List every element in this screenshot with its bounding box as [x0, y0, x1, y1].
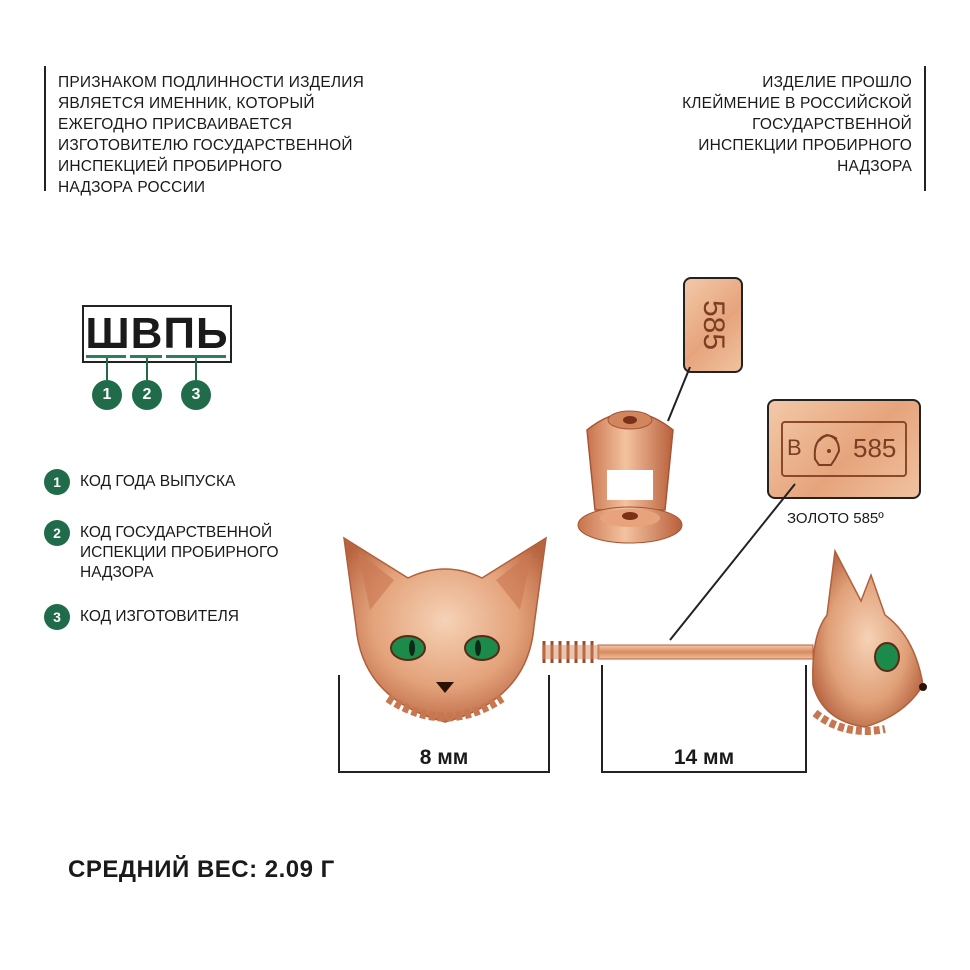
callout-line — [669, 483, 796, 641]
hallmark-badge-3: 3 — [181, 380, 211, 410]
stamp-letter: В — [787, 435, 802, 460]
note-left-line: ПРИЗНАКОМ ПОДЛИННОСТИ ИЗДЕЛИЯ — [58, 74, 364, 91]
small-hallmark-stamp: 585 — [683, 277, 743, 373]
note-right-line: ИЗДЕЛИЕ ПРОШЛО — [762, 74, 912, 91]
large-hallmark-stamp: В 585 — [767, 399, 921, 499]
legend-number: 2 — [44, 520, 70, 546]
note-right-line: НАДЗОРА — [837, 158, 912, 175]
hallmark-badge-2: 2 — [132, 380, 162, 410]
arrow-up-icon — [106, 358, 108, 380]
callout-line — [667, 366, 691, 422]
small-stamp-value: 585 — [697, 299, 730, 351]
average-weight: СРЕДНИЙ ВЕС: 2.09 г — [68, 856, 335, 883]
hallmark-underline-2 — [130, 355, 162, 358]
width-label: 8 мм — [419, 746, 469, 769]
legend-text: КОД ГОСУДАРСТВЕННОЙ ИСПЕКЦИИ ПРОБИРНОГО … — [80, 524, 279, 581]
earring-pin-icon — [542, 641, 814, 663]
hallmark-code: ШВПЬ — [82, 305, 232, 363]
note-left-line: НАДЗОРА РОССИИ — [58, 179, 206, 196]
hallmark-badge-1: 1 — [92, 380, 122, 410]
note-left-line: ЕЖЕГОДНО ПРИСВАИВАЕТСЯ — [58, 116, 293, 133]
note-right-line: ИНСПЕКЦИИ ПРОБИРНОГО — [698, 137, 912, 154]
cat-earring-front-icon — [343, 536, 547, 723]
earring-back-nut-icon — [577, 410, 683, 544]
length-dimension — [601, 665, 807, 773]
note-left-line: ИЗГОТОВИТЕЛЮ ГОСУДАРСТВЕННОЙ — [58, 137, 353, 154]
note-left-line: ЯВЛЯЕТСЯ ИМЕННИК, КОТОРЫЙ — [58, 95, 315, 112]
legend-text: КОД ИЗГОТОВИТЕЛЯ — [80, 608, 239, 625]
hallmark-underline-1 — [86, 355, 126, 358]
stamp-value: 585 — [853, 433, 897, 463]
arrow-up-icon — [146, 358, 148, 380]
legend-text: КОД ГОДА ВЫПУСКА — [80, 473, 236, 490]
length-label: 14 мм — [673, 746, 735, 769]
legend-item: 2 КОД ГОСУДАРСТВЕННОЙ ИСПЕКЦИИ ПРОБИРНОГ… — [44, 520, 334, 583]
helmet-hallmark-icon — [813, 433, 841, 466]
note-right-line: ГОСУДАРСТВЕННОЙ — [752, 116, 912, 133]
legend-item: 3 КОД ИЗГОТОВИТЕЛЯ — [44, 604, 239, 630]
legend-item: 1 КОД ГОДА ВЫПУСКА — [44, 469, 236, 495]
hallmark-underline-3 — [166, 355, 226, 358]
branding-note: ИЗДЕЛИЕ ПРОШЛО КЛЕЙМЕНИЕ В РОССИЙСКОЙ ГО… — [626, 66, 926, 191]
cat-earring-side-icon — [812, 548, 927, 735]
legend-number: 1 — [44, 469, 70, 495]
note-left-line: ИНСПЕКЦИЕЙ ПРОБИРНОГО — [58, 158, 283, 175]
arrow-up-icon — [195, 358, 197, 380]
legend-number: 3 — [44, 604, 70, 630]
gold-label: ЗОЛОТО 585º — [787, 510, 884, 527]
authenticity-note: ПРИЗНАКОМ ПОДЛИННОСТИ ИЗДЕЛИЯ ЯВЛЯЕТСЯ И… — [44, 66, 444, 196]
note-right-line: КЛЕЙМЕНИЕ В РОССИЙСКОЙ — [682, 95, 912, 112]
width-dimension — [338, 675, 550, 773]
